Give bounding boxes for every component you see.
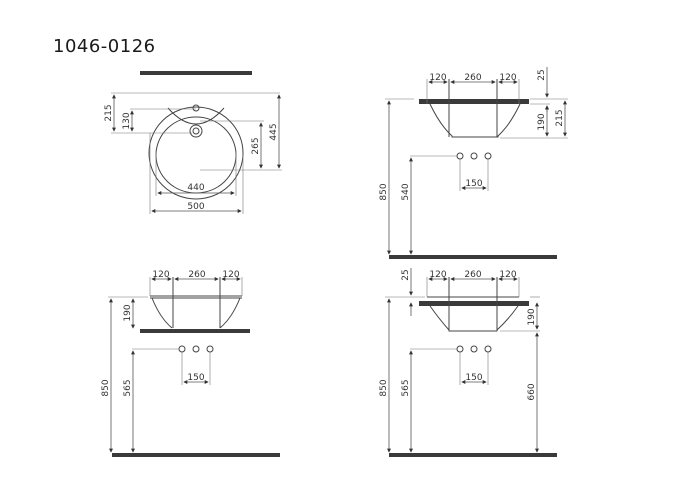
floor-line	[112, 453, 280, 457]
dim-660: 660	[527, 383, 537, 400]
dim-850: 850	[379, 379, 389, 396]
dim-130: 130	[122, 112, 132, 129]
dim-440: 440	[187, 183, 204, 193]
basin-profile	[429, 305, 519, 332]
product-code-title: 1046-0126	[53, 36, 156, 57]
side-view-countertop: 120 260 120 25 190 215 150 850 540	[379, 67, 568, 259]
floor-line	[389, 255, 557, 259]
dim-190: 190	[123, 304, 133, 321]
counter-bar	[140, 71, 252, 75]
tap-hole-right	[484, 152, 492, 160]
counter-bar	[140, 329, 250, 333]
dim-120-right: 120	[222, 270, 239, 280]
tap-hole-right	[206, 345, 214, 353]
dim-500: 500	[187, 202, 204, 212]
dim-260: 260	[464, 73, 481, 83]
dim-25: 25	[401, 269, 411, 280]
side-view-undercounter: 120 260 120 190 150 850 565	[101, 270, 280, 457]
dim-265: 265	[251, 137, 261, 154]
tap-hole-left	[178, 345, 186, 353]
dim-565: 565	[123, 379, 133, 396]
dim-120-right: 120	[499, 73, 516, 83]
side-view-semi-recessed: 120 260 120 25 190 150 850 565 660	[379, 268, 557, 457]
tap-hole-center	[470, 152, 478, 160]
tap-hole-right	[484, 345, 492, 353]
dim-215: 215	[555, 109, 565, 126]
dim-150: 150	[465, 179, 482, 189]
dim-565: 565	[401, 379, 411, 396]
dim-120-left: 120	[429, 270, 446, 280]
top-view: 215 130 265 445 440 500	[104, 71, 282, 214]
dim-850: 850	[101, 379, 111, 396]
dim-150: 150	[465, 373, 482, 383]
floor-line	[389, 453, 557, 457]
counter-bar	[419, 301, 529, 306]
dim-850: 850	[379, 183, 389, 200]
basin-outer-rim	[148, 106, 244, 200]
dim-120-right: 120	[499, 270, 516, 280]
basin-profile	[429, 103, 521, 138]
dim-260: 260	[464, 270, 481, 280]
drain-inner	[192, 127, 200, 135]
basin-profile	[150, 295, 242, 329]
counter-bar	[419, 99, 529, 104]
tap-hole-center	[192, 345, 200, 353]
tap-hole	[192, 104, 200, 112]
dim-190: 190	[527, 308, 537, 325]
dim-445: 445	[269, 123, 279, 140]
dim-120-left: 120	[152, 270, 169, 280]
tap-hole-left	[456, 345, 464, 353]
dim-25: 25	[537, 69, 547, 80]
drain-outer	[189, 124, 203, 138]
tap-hole-left	[456, 152, 464, 160]
dim-120-left: 120	[429, 73, 446, 83]
dim-260: 260	[188, 270, 205, 280]
dim-215: 215	[104, 104, 114, 121]
dim-150: 150	[187, 373, 204, 383]
dim-190: 190	[537, 113, 547, 130]
tap-deck-arc	[167, 107, 225, 125]
tap-hole-center	[470, 345, 478, 353]
dim-540: 540	[401, 183, 411, 200]
